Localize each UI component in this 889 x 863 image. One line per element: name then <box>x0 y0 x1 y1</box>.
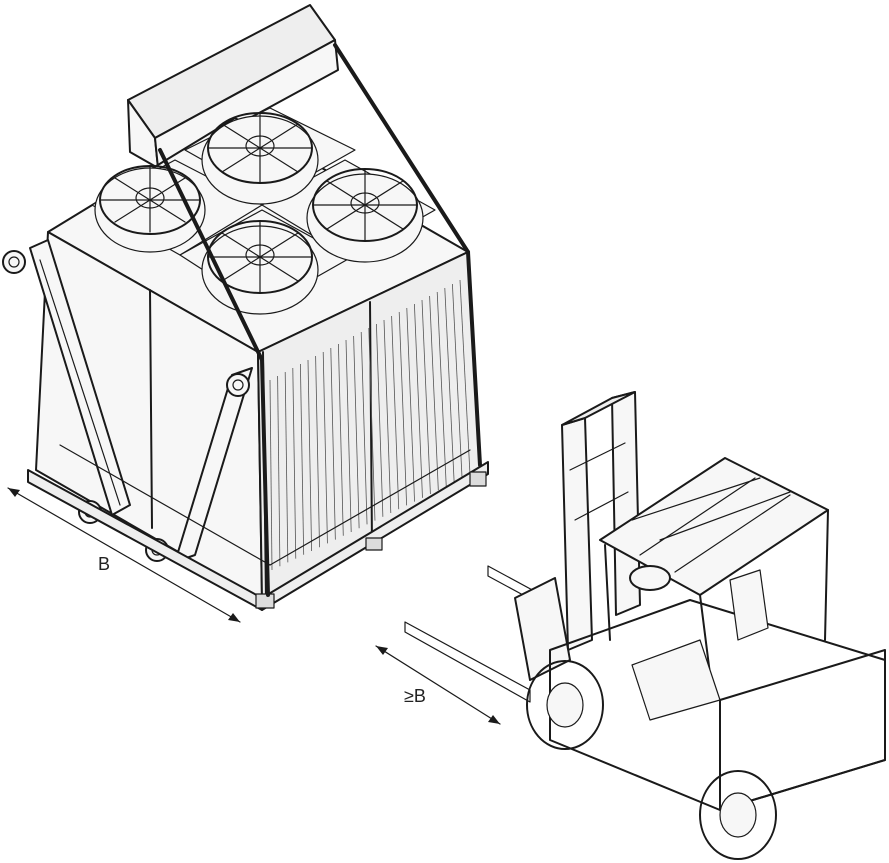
coil-fin <box>398 311 408 506</box>
dry-cooler-unit <box>2 43 489 611</box>
lifting-straps <box>158 43 482 597</box>
dimension-fork-length: ≥B <box>375 645 501 725</box>
coil-fin <box>429 295 439 491</box>
coil-fin <box>360 331 368 525</box>
base-frame <box>27 444 489 611</box>
flange-icon <box>2 250 26 274</box>
coil-fin <box>353 335 360 529</box>
coil-fin <box>383 319 392 514</box>
forklift <box>404 391 886 860</box>
left-header-pipe <box>29 239 131 516</box>
coil-fin <box>322 351 328 544</box>
dimension-fork-length-label: ≥B <box>404 686 426 706</box>
coil-fin <box>376 323 384 517</box>
fork-carriage <box>514 577 571 681</box>
forklift-mast <box>561 391 641 651</box>
coil-fin <box>284 371 289 563</box>
coil-fin <box>368 327 376 521</box>
coil-fin <box>414 303 423 498</box>
flange-icon <box>226 373 250 397</box>
lifting-beam <box>127 4 339 169</box>
coil-fin <box>315 355 320 548</box>
forklift-body <box>549 565 886 811</box>
wheel-front <box>526 660 604 750</box>
coil-fin <box>269 379 273 571</box>
coil-fin <box>436 291 447 487</box>
coil-fin <box>338 343 344 536</box>
coil-fin <box>421 299 431 495</box>
coil-fin <box>277 375 281 567</box>
coil-fin <box>406 307 415 502</box>
coil-fin <box>307 359 312 552</box>
steering-wheel <box>629 565 671 591</box>
coil-fin <box>300 363 305 555</box>
coil-fin <box>444 287 455 483</box>
coil-fin <box>330 347 336 540</box>
coil-fin <box>292 367 297 559</box>
dimension-b: B <box>7 487 241 623</box>
coil-fins <box>269 279 471 571</box>
fan-icon <box>201 220 319 315</box>
coil-fin <box>459 279 471 476</box>
operator-seat <box>729 569 769 641</box>
fan-icon <box>201 112 319 205</box>
coil-fin <box>391 315 400 510</box>
wheel-rear <box>699 770 777 860</box>
coil-fin <box>345 339 352 533</box>
coil-fin <box>452 283 463 479</box>
front-header-pipe <box>174 367 253 563</box>
fan-icon <box>306 168 424 263</box>
dimension-b-label: B <box>98 554 110 574</box>
